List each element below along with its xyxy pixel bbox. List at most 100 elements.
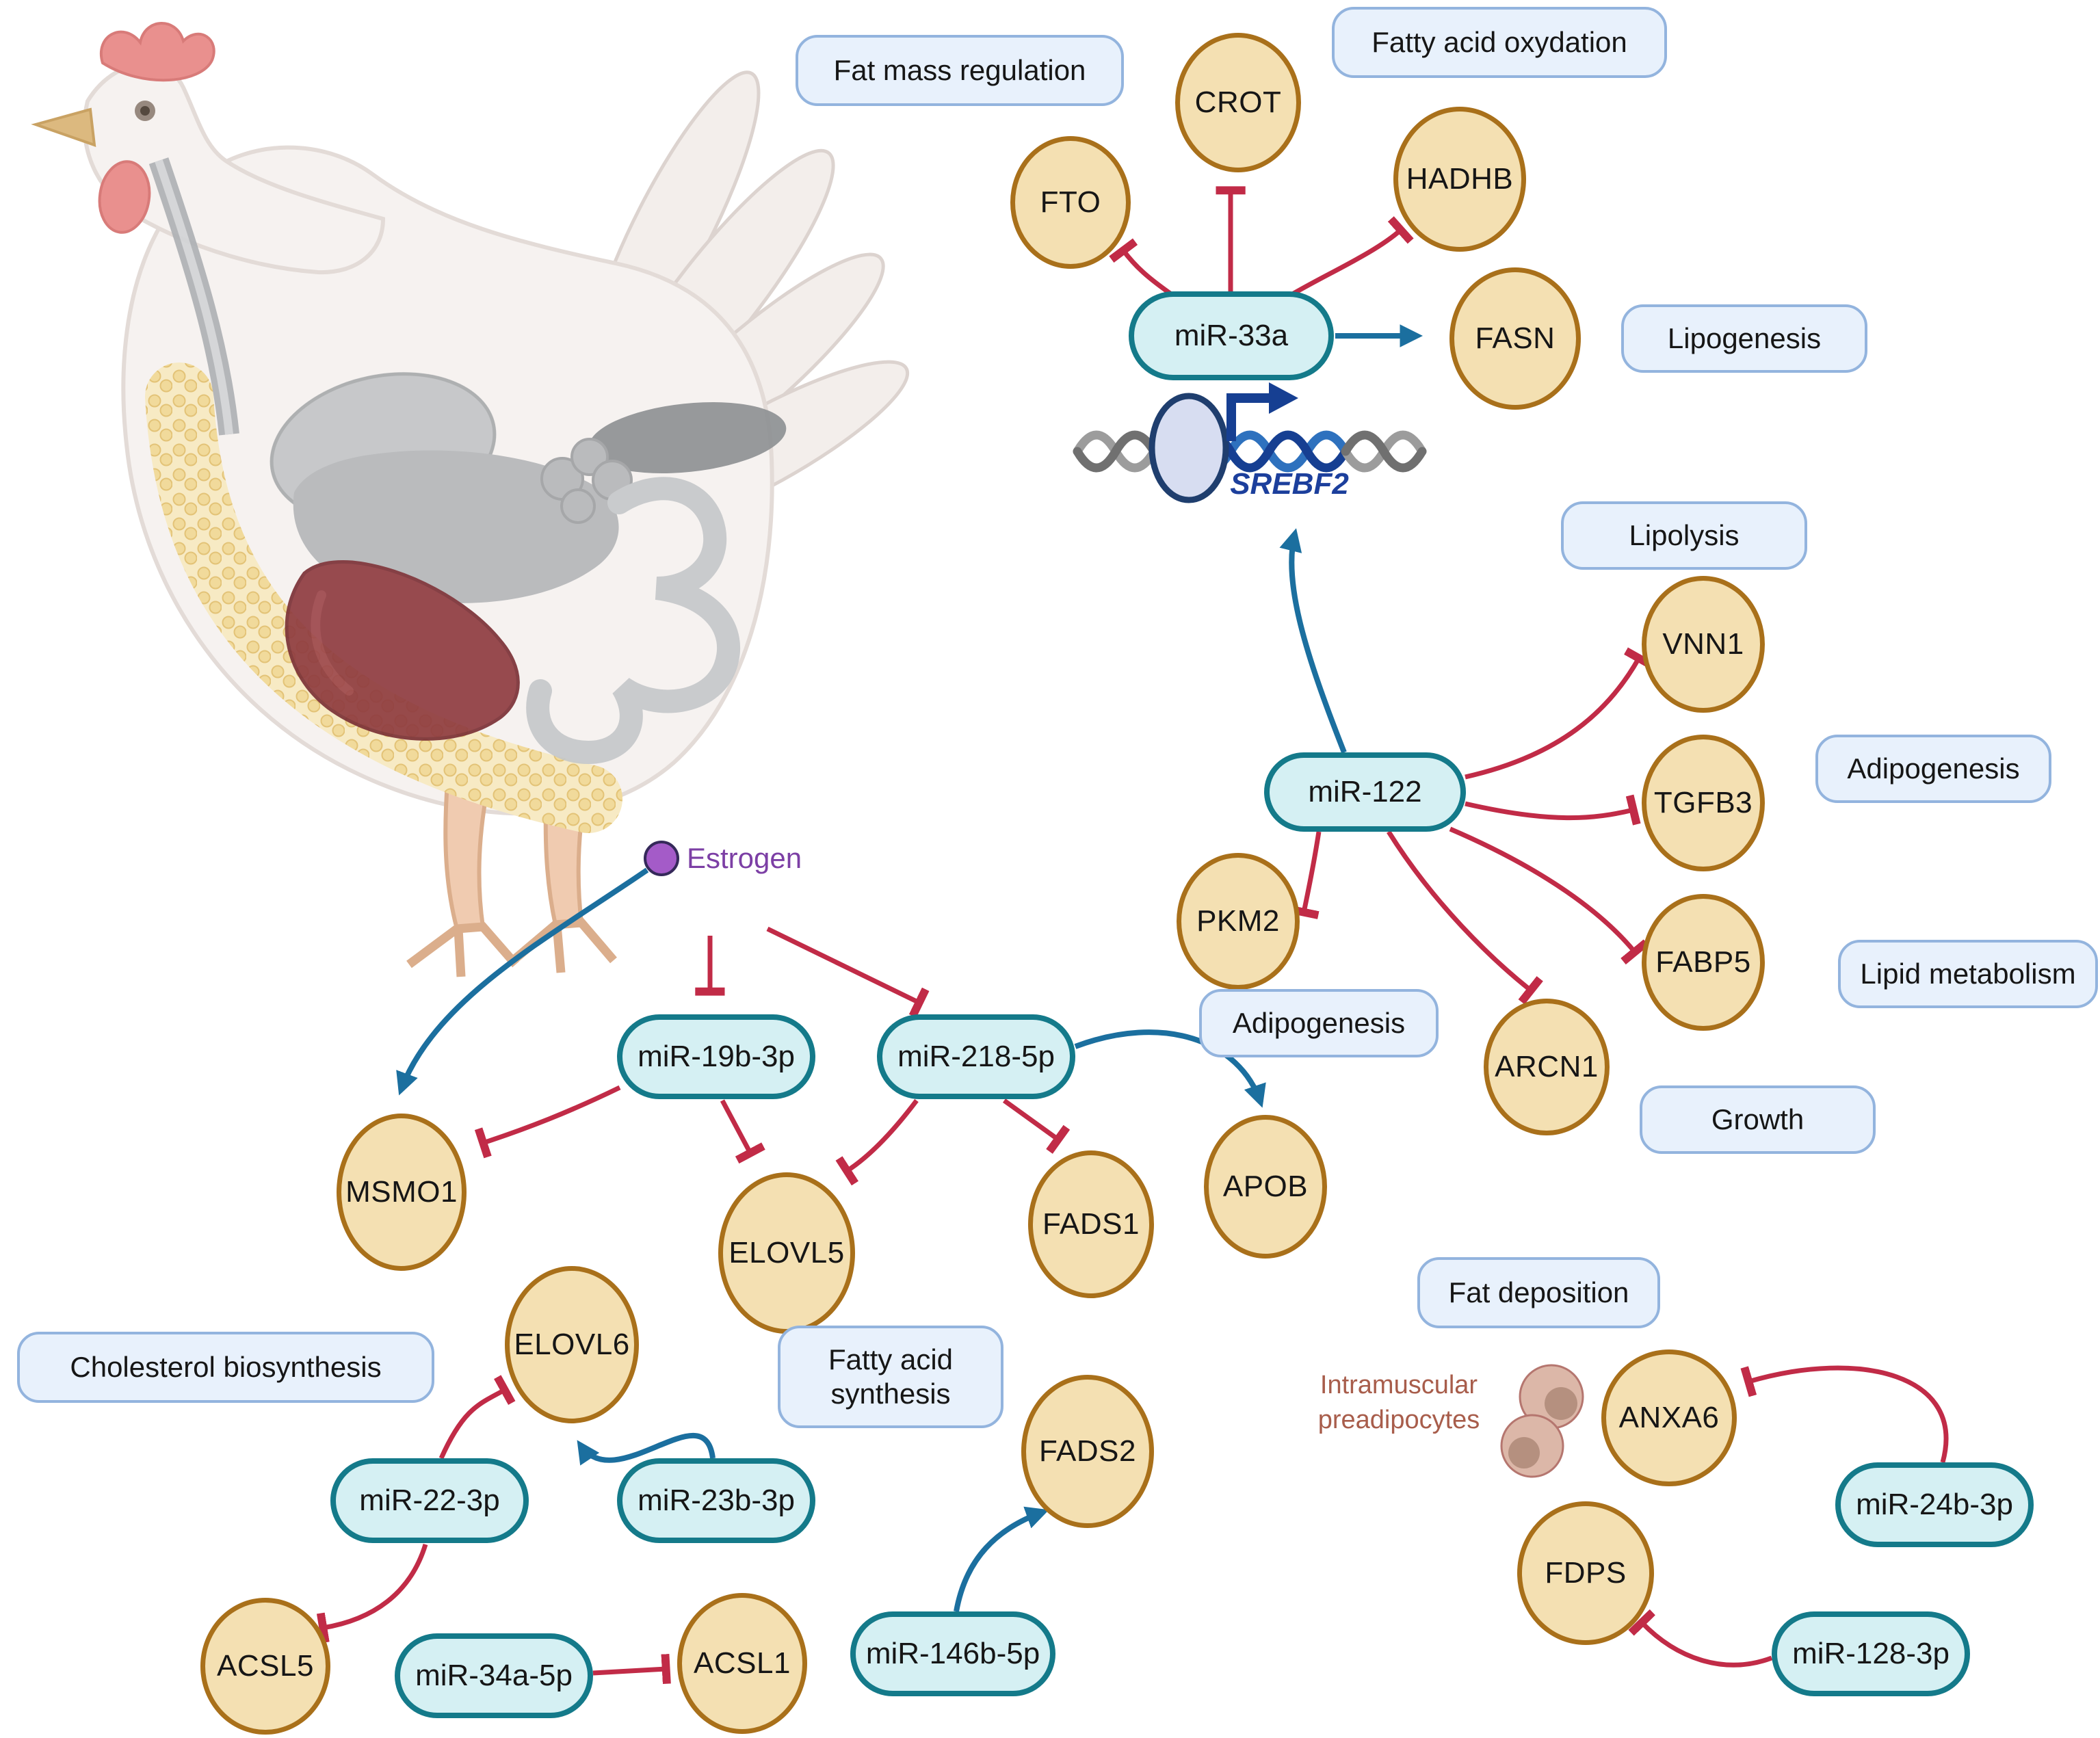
mirna-label-mir22: miR-22-3p [359,1484,500,1517]
edge-estrogen-msmo1-activate [396,867,649,1096]
mirna-node-mir24b: miR-24b-3p [1835,1462,2034,1547]
gene-node-elovl6: ELOVL6 [505,1266,639,1423]
edge-mir146b-fads2-activate [954,1506,1049,1612]
gene-node-tgfb3: TGFB3 [1642,735,1765,871]
edge-mir218-fads1-inhibit [1002,1098,1071,1154]
gene-node-hadhb: HADHB [1393,107,1526,252]
gene-node-apob: APOB [1204,1115,1327,1259]
chicken-head-neck [82,62,386,275]
gene-label-fasn: FASN [1475,321,1556,355]
dna-promoter-illustration: SREBF2 [1073,382,1427,503]
gene-node-crot: CROT [1175,33,1301,172]
gene-label-acsl5: ACSL5 [217,1649,314,1683]
edge-mir122-tgfb3-inhibit [1465,794,1641,826]
pathway-label-lipolysis: Lipolysis [1561,501,1807,570]
mirna-node-mir22: miR-22-3p [330,1458,529,1543]
mirna-label-mir218: miR-218-5p [897,1040,1055,1073]
edge-mir218-apob-activate [1074,1029,1266,1108]
gene-node-acsl5: ACSL5 [200,1598,330,1735]
connector-layer [316,186,1949,1685]
chicken-liver [285,560,520,741]
intramuscular-preadipocytes-label: Intramuscular preadipocytes [1296,1368,1501,1438]
edge-mir122-pkm2-inhibit [1288,831,1322,919]
gene-label-elovl6: ELOVL6 [514,1328,630,1361]
chicken-fat-band [145,363,622,833]
pathway-label-lipid-metabolism: Lipid metabolism [1838,940,2098,1008]
intramuscular-line2: preadipocytes [1317,1406,1480,1435]
mirna-label-mir24b: miR-24b-3p [1856,1488,2013,1521]
chicken-intestines [526,477,740,765]
pathway-label-growth: Growth [1640,1085,1876,1154]
gene-label-pkm2: PKM2 [1196,904,1280,938]
chicken-comb [100,22,215,82]
mirna-label-mir146b: miR-146b-5p [865,1637,1040,1670]
mirna-node-mir146b: miR-146b-5p [850,1611,1055,1696]
preadipocyte-cells-illustration [1500,1364,1584,1478]
estrogen-text: Estrogen [687,842,802,874]
pathway-text: Adipogenesis [1232,1006,1406,1039]
chicken-liver-highlight [311,590,354,696]
edge-mir34a-acsl1-inhibit [592,1654,671,1685]
gene-label-fads1: FADS1 [1042,1207,1140,1241]
edge-mir122-srebf2-activate [1279,528,1347,754]
gene-label-crot: CROT [1194,85,1282,119]
pathway-text: Adipogenesis [1847,752,2020,785]
gene-node-anxa6: ANXA6 [1601,1349,1737,1486]
pathway-text: Growth [1711,1103,1804,1135]
gene-label-acsl1: ACSL1 [694,1646,791,1680]
mirna-node-mir34a: miR-34a-5p [395,1633,593,1718]
pathway-text: Lipogenesis [1667,321,1822,354]
promoter-arrow [1226,393,1269,441]
gene-label-apob: APOB [1222,1170,1309,1203]
edge-estrogen-mir218-inhibit [766,926,930,1018]
chicken-illustration [31,22,910,977]
chicken-organ-cluster [540,438,633,524]
gene-label-elovl5: ELOVL5 [729,1236,845,1269]
pathway-label-adipogenesis-left: Adipogenesis [1199,989,1439,1057]
gene-node-fads1: FADS1 [1028,1150,1154,1298]
gene-label-tgfb3: TGFB3 [1653,786,1753,819]
gene-node-fasn: FASN [1449,267,1581,410]
edge-mir128-fdps-inhibit [1628,1609,1773,1668]
gene-label-fto: FTO [1040,185,1101,219]
mirna-node-mir33a: miR-33a [1129,291,1334,380]
edge-mir122-fabp5-inhibit [1449,826,1649,965]
pathway-text: Lipid metabolism [1860,957,2076,990]
pathway-label-fat-mass-regulation: Fat mass regulation [796,35,1124,106]
gene-label-fabp5: FABP5 [1655,945,1751,979]
pathway-label-adipogenesis-right: Adipogenesis [1815,735,2051,803]
mirna-label-mir34a: miR-34a-5p [415,1659,573,1692]
pathway-label-fatty-acid-synthesis: Fatty acid synthesis [778,1326,1003,1428]
gene-node-fabp5: FABP5 [1642,894,1765,1031]
gene-node-fto: FTO [1010,136,1131,269]
chicken-gizzard [588,402,787,473]
mirna-node-mir122: miR-122 [1264,752,1466,832]
srebf2-gene-label: SREBF2 [1230,467,1349,501]
gene-node-acsl1: ACSL1 [677,1593,807,1734]
intramuscular-line1: Intramuscular [1320,1371,1478,1399]
mirna-node-mir128: miR-128-3p [1772,1611,1970,1696]
edge-mir33a-fto-inhibit [1109,238,1175,298]
gene-label-hadhb: HADHB [1406,162,1514,196]
gene-node-fdps: FDPS [1517,1501,1654,1645]
chicken-organs [148,157,787,765]
edge-mir22-elovl6-inhibit [438,1375,516,1460]
gene-label-arcn1: ARCN1 [1495,1050,1599,1083]
chicken-wattle [98,160,151,234]
mirna-label-mir33a: miR-33a [1174,319,1289,352]
pathway-text: Fatty acid synthesis [828,1343,954,1410]
pathway-text: Lipolysis [1629,518,1740,551]
pathway-label-fatty-acid-oxydation: Fatty acid oxydation [1332,7,1667,78]
mirna-label-mir19b: miR-19b-3p [638,1040,795,1073]
chicken-beak [31,107,96,147]
edge-mir122-arcn1-inhibit [1387,830,1543,1005]
estrogen-dot [644,841,679,876]
mirna-label-mir128: miR-128-3p [1792,1637,1950,1670]
chicken-eye-pupil [140,106,150,116]
mirna-node-mir23b: miR-23b-3p [617,1458,815,1543]
gene-label-fdps: FDPS [1545,1556,1627,1590]
pathway-text: Cholesterol biosynthesis [70,1350,382,1383]
pathway-label-fat-deposition: Fat deposition [1417,1257,1660,1328]
